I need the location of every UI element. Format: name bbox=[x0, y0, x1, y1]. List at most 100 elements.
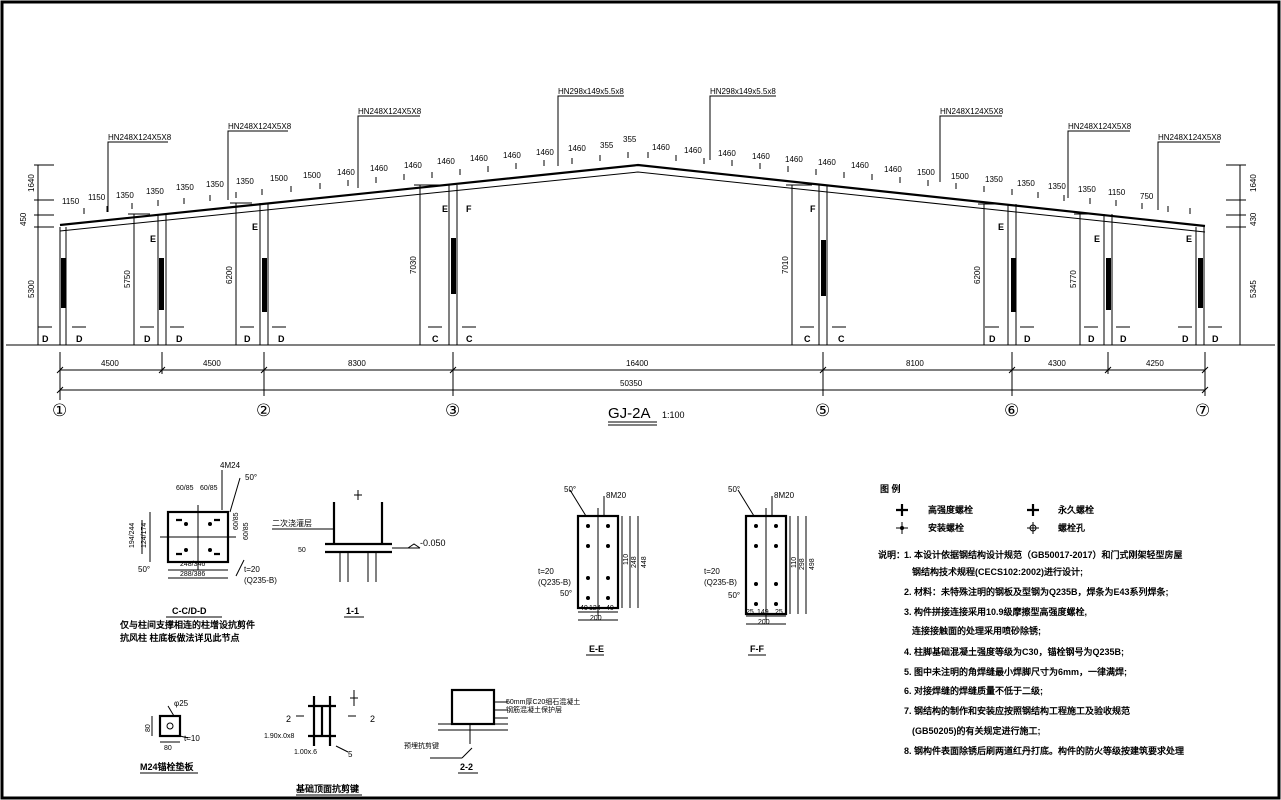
section22-note: 钢筋混凝土保护层 bbox=[506, 705, 562, 714]
portal-frame-elevation: D D D D D D C C C C D D D D D D E E E F … bbox=[6, 87, 1275, 426]
span-dim-lines bbox=[56, 352, 1209, 396]
node-label: E bbox=[442, 204, 448, 214]
ff-dim: 200 bbox=[758, 619, 770, 626]
purlin-dim: 1460 bbox=[884, 165, 902, 174]
purlin-dim: 1460 bbox=[470, 154, 488, 163]
edge-dim: 1640 bbox=[1249, 174, 1258, 192]
purlin-dim: 1460 bbox=[752, 152, 770, 161]
base-label: D bbox=[1024, 334, 1031, 344]
ccdd-note: 抗风柱 柱底板做法详见此节点 bbox=[120, 632, 240, 643]
section-2-2: 50mm厚C20细石混凝土 钢筋混凝土保护层 预埋抗剪键 2-2 bbox=[404, 688, 580, 774]
span-dim: 4500 bbox=[203, 359, 221, 368]
detail-ee: 50° 8M20 t=20 (Q235-B) 50° 110 248 448 4… bbox=[538, 485, 648, 656]
axis-bubbles: ① ② ③ ⑤ ⑥ ⑦ bbox=[52, 396, 1210, 420]
purlin-dim: 1460 bbox=[818, 158, 836, 167]
axis-label: ⑤ bbox=[815, 401, 830, 420]
detail-ff: 50° 8M20 t=20 (Q235-B) 50° 110 298 498 2… bbox=[704, 485, 816, 656]
purlin-dim: 1350 bbox=[116, 191, 134, 200]
node-label: F bbox=[810, 204, 816, 214]
washer-title: M24锚栓垫板 bbox=[140, 761, 195, 772]
base-label: C bbox=[804, 334, 811, 344]
purlin-dim: 1350 bbox=[176, 183, 194, 192]
note-line: 7. 钢结构的制作和安装应按照钢结构工程施工及验收规范 bbox=[904, 705, 1130, 716]
node-label: E bbox=[252, 222, 258, 232]
col-label-7 bbox=[1106, 258, 1111, 310]
notes-header: 说明： bbox=[878, 549, 905, 560]
note-line: 6. 对接焊缝的焊缝质量不低于二级; bbox=[904, 685, 1043, 696]
purlin-dim: 1500 bbox=[303, 171, 321, 180]
shear-key-weld: 5 bbox=[348, 750, 353, 759]
ee-angle: 50° bbox=[564, 485, 576, 494]
purlin-dim: 355 bbox=[623, 135, 637, 144]
purlin-dim: 1460 bbox=[404, 161, 422, 170]
purlin-dims-right: 1460 1460 1460 1460 1460 1460 1460 1460 … bbox=[652, 143, 1154, 201]
ccdd-angle: 50° bbox=[245, 473, 257, 482]
axis-label: ⑦ bbox=[1195, 401, 1210, 420]
col-label-6 bbox=[1011, 258, 1016, 312]
purlin-dim: 1150 bbox=[62, 197, 80, 206]
ccdd-dim: 288/386 bbox=[180, 571, 205, 578]
legend-item-install: 安装螺栓 bbox=[896, 522, 964, 534]
right-edge-dims: 1640 430 5345 bbox=[1249, 174, 1258, 298]
legend-label: 永久螺栓 bbox=[1057, 504, 1094, 515]
note-line: 5. 图中未注明的角焊缝最小焊脚尺寸为6mm，一律满焊; bbox=[904, 666, 1127, 677]
washer-dim: 80 bbox=[145, 724, 152, 732]
purlin-dim: 1350 bbox=[985, 175, 1003, 184]
ee-dim: 40 bbox=[606, 605, 614, 612]
base-label: D bbox=[1182, 334, 1189, 344]
node-labels: E E E F F E E E bbox=[150, 204, 1192, 244]
base-label: D bbox=[244, 334, 251, 344]
ff-dim: 298 bbox=[799, 558, 806, 570]
base-label: D bbox=[76, 334, 83, 344]
purlin-dim: 1500 bbox=[917, 168, 935, 177]
purlin-ticks bbox=[83, 152, 1191, 214]
ccdd-material: (Q235-B) bbox=[244, 576, 277, 585]
col-height: 6200 bbox=[973, 266, 982, 284]
col-height: 7010 bbox=[781, 256, 790, 274]
ccdd-note: 仅与柱间支撑相连的柱增设抗剪件 bbox=[119, 619, 255, 630]
ee-material: (Q235-B) bbox=[538, 578, 571, 587]
detail-shear-key: 2 2 5 1.90x.0x8 1.00x.6 基础顶面抗剪键 bbox=[264, 690, 375, 796]
base-label: D bbox=[176, 334, 183, 344]
drawing-scale: 1:100 bbox=[662, 410, 685, 420]
section-1-1: 二次浇灌层 -0.050 50 1-1 bbox=[272, 490, 446, 618]
node-label: E bbox=[150, 234, 156, 244]
ee-plate: t=20 bbox=[538, 567, 554, 576]
ee-dim: 448 bbox=[641, 556, 648, 568]
base-label: D bbox=[1088, 334, 1095, 344]
left-edge-dim-lines bbox=[34, 164, 54, 346]
node-label: E bbox=[1094, 234, 1100, 244]
ff-angle: 50° bbox=[728, 485, 740, 494]
washer-plate: t=10 bbox=[184, 734, 200, 743]
span-dim: 4500 bbox=[101, 359, 119, 368]
purlin-dim: 1150 bbox=[1108, 188, 1126, 197]
note-line: 1. 本设计依据钢结构设计规范（GB50017-2017）和门式刚架轻型房屋 bbox=[904, 549, 1183, 560]
column-7 bbox=[1103, 214, 1113, 345]
shear-key-cut: 2 bbox=[370, 714, 375, 724]
purlin-dims-left: 1150 1150 1350 1350 1350 1350 1350 1500 … bbox=[62, 135, 637, 206]
ccdd-dim: 60/85 bbox=[233, 512, 240, 530]
purlin-dim: 1350 bbox=[206, 180, 224, 189]
grout-label: 二次浇灌层 bbox=[272, 518, 312, 528]
edge-dim: 430 bbox=[1249, 212, 1258, 226]
column-2 bbox=[157, 214, 167, 345]
purlin-dim: 1460 bbox=[503, 151, 521, 160]
washer-dim: 80 bbox=[164, 745, 172, 752]
edge-dim: 1640 bbox=[27, 174, 36, 192]
col-height: 5345 bbox=[1249, 280, 1258, 298]
section11-title: 1-1 bbox=[346, 606, 359, 616]
purlin-dim: 1350 bbox=[1078, 185, 1096, 194]
base-label: D bbox=[1120, 334, 1127, 344]
column-section-labels bbox=[61, 238, 1203, 312]
drawing-title: GJ-2A bbox=[608, 405, 651, 422]
beam-label: HN248X124X5X8 bbox=[1158, 133, 1222, 142]
purlin-dim: 1460 bbox=[718, 149, 736, 158]
shear-key-cut: 2 bbox=[286, 714, 291, 724]
note-line: 4. 柱脚基础混凝土强度等级为C30，锚栓钢号为Q235B; bbox=[904, 646, 1124, 657]
ccdd-dim: 60/85 bbox=[176, 485, 194, 492]
base-label: D bbox=[144, 334, 151, 344]
ee-angle: 50° bbox=[560, 589, 572, 598]
purlin-dim: 1460 bbox=[337, 168, 355, 177]
detail-washer: φ25 t=10 80 80 M24锚栓垫板 bbox=[140, 699, 200, 774]
